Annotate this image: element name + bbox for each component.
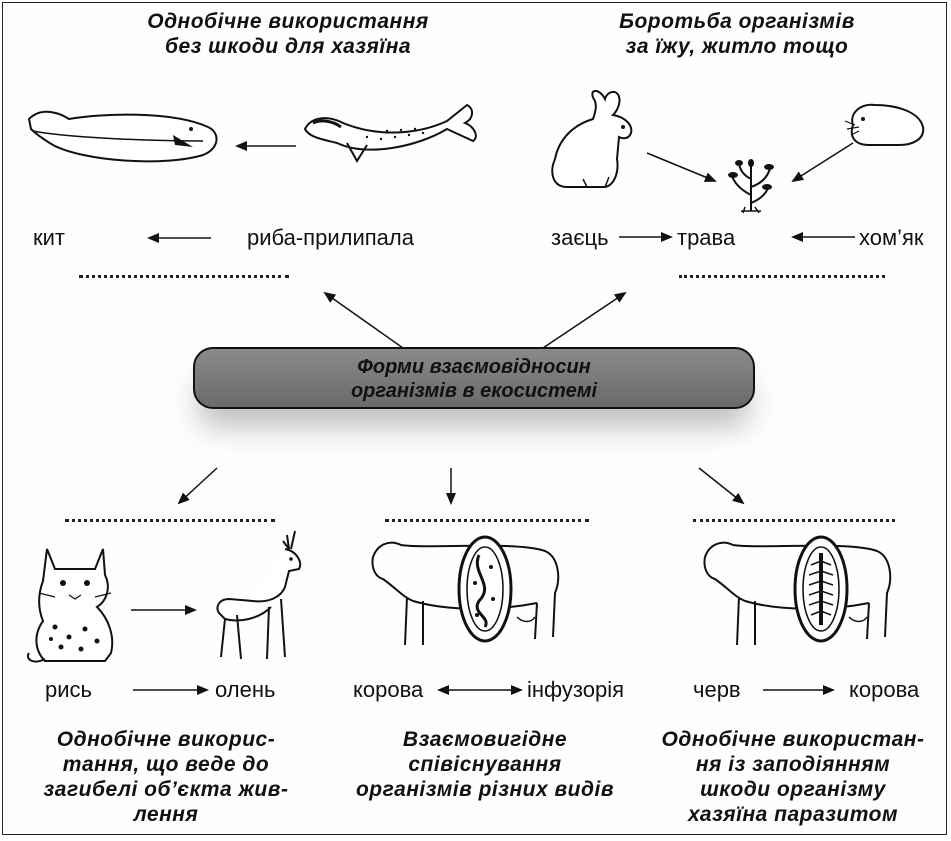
caption-line: загибелі об’єкта жив- [43,778,289,801]
label-remora: риба-прилипала [247,225,414,250]
caption-line: співіснування [408,753,562,776]
caption-bottom-left: Однобічне викорис- тання, що веде до заг… [21,727,311,827]
arrow-hamster-to-grass [791,142,854,183]
central-banner: Форми взаємовідносин організмів в екосис… [193,347,755,409]
caption-line: без шкоди для хазяїна [164,35,412,58]
caption-line: тання, що веде до [62,753,270,776]
central-line: Форми взаємовідносин [357,356,591,378]
label-worm: черв [693,677,741,702]
caption-line: Взаємовигідне [402,728,568,751]
blank-line-bottom-left [65,519,275,522]
caption-line: шкоди організму [700,778,886,801]
label-cow: корова [353,677,424,702]
lynx-icon [27,548,114,663]
central-line: організмів в екосистемі [350,380,598,402]
label-hare: заєць [551,225,609,250]
caption-bottom-center: Взаємовигідне співіснування організмів р… [335,727,635,802]
grass-icon [728,159,774,214]
caption-line: ня із заподіянням [695,753,891,776]
caption-line: за їжу, житло тощо [625,35,849,58]
blank-line-top-left [79,275,289,278]
caption-line: лення [133,803,199,826]
caption-line: Однобічне використан- [661,728,925,751]
cow-icon [371,535,560,646]
blank-line-bottom-center [385,519,589,522]
arrow-center-bottom-right [698,467,745,505]
whale-icon [27,110,218,163]
caption-line: організмів різних видів [355,778,615,801]
blank-line-bottom-right [693,519,895,522]
caption-line: Однобічне використання [147,10,429,33]
caption-line: Боротьба організмів [619,10,855,33]
label-grass: трава [677,225,736,250]
deer-icon [216,530,302,660]
caption-bottom-right: Однобічне використан- ня із заподіянням … [643,727,943,827]
arrow-center-top-left [323,291,404,349]
label-whale: кит [33,225,65,250]
caption-top-right: Боротьба організмів за їжу, житло тощо [577,9,897,59]
label-hamster: хом’як [859,225,924,250]
label-deer: олень [215,677,276,702]
arrow-center-bottom-left [177,467,218,505]
label-infusoria: інфузорія [527,677,625,702]
label-lynx: рись [45,677,92,702]
caption-line: хазяїна паразитом [687,803,898,826]
arrow-center-top-right [542,291,627,349]
caption-top-left: Однобічне використання без шкоди для хаз… [123,9,453,59]
remora-fish-icon [303,103,477,163]
arrows-layer [131,141,855,695]
arrow-hare-to-grass [646,152,717,182]
hamster-icon [844,103,925,146]
blank-line-top-right [679,275,885,278]
label-cow-host: корова [849,677,920,702]
cow-icon [703,535,892,646]
hare-icon [551,90,633,188]
caption-line: Однобічне викорис- [56,728,276,751]
